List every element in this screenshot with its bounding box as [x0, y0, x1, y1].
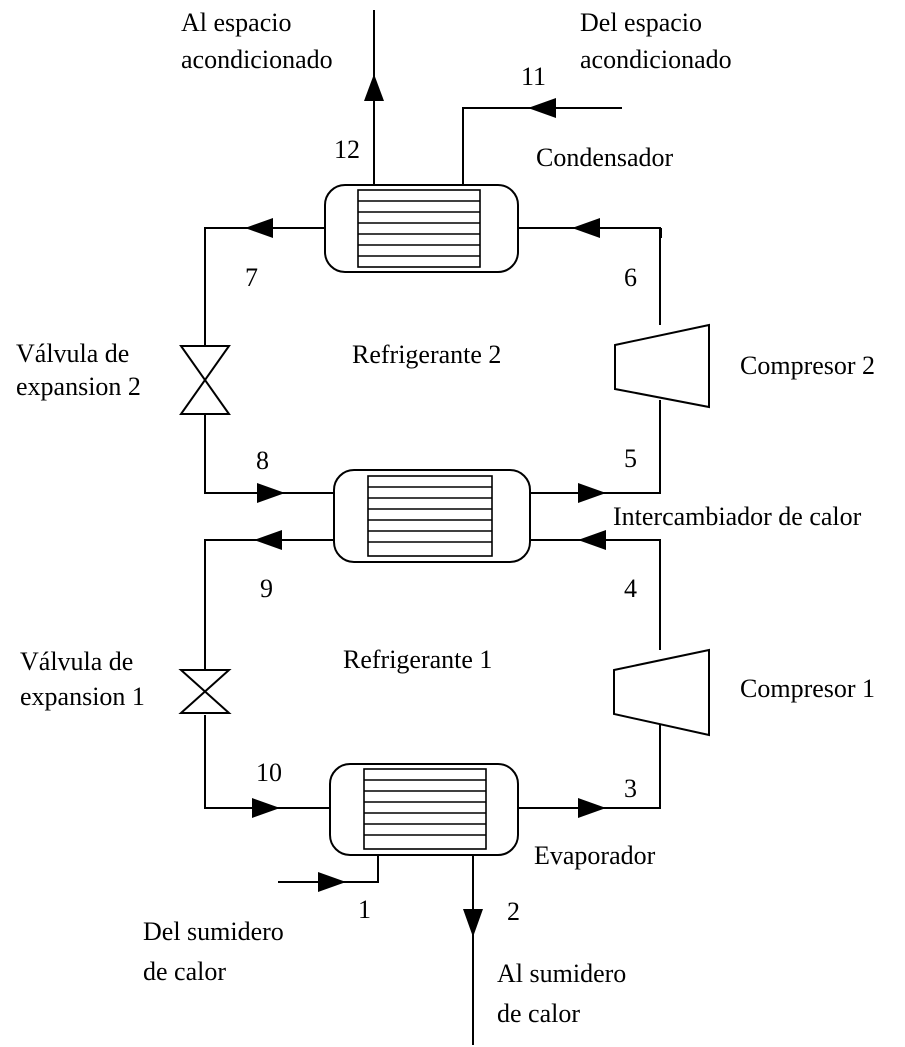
- condenser-coil-lines: [358, 200, 480, 257]
- evaporator-unit: [329, 763, 519, 856]
- flow-arrows: [245, 74, 606, 937]
- compressor-2-icon: [614, 323, 710, 409]
- label-condenser: Condensador: [536, 143, 674, 172]
- label-refrigerant-2: Refrigerante 2: [352, 340, 501, 369]
- arrow-up-12: [364, 74, 384, 101]
- pipe-5: [530, 400, 661, 494]
- pipe-11-in: [462, 107, 622, 185]
- label-compressor-1: Compresor 1: [740, 674, 875, 703]
- arrow-left-9: [254, 530, 282, 550]
- heat-exchanger-unit: [333, 469, 531, 563]
- expansion-valve-2-icon: [179, 345, 231, 415]
- label-from-space-line2: acondicionado: [580, 45, 732, 74]
- arrow-right-5: [578, 483, 606, 503]
- label-to-sink-line2: de calor: [497, 999, 580, 1028]
- pipe-4: [530, 539, 661, 650]
- state-11: 11: [521, 62, 546, 91]
- label-heat-exchanger: Intercambiador de calor: [613, 502, 862, 531]
- evaporator-coil: [363, 768, 487, 850]
- label-compressor-2: Compresor 2: [740, 351, 875, 380]
- arrow-down-2: [463, 909, 483, 937]
- pipe-7: [204, 227, 325, 345]
- label-from-sink-line2: de calor: [143, 957, 226, 986]
- arrow-left-4: [578, 530, 606, 550]
- pipe-8: [204, 415, 334, 494]
- state-4: 4: [624, 574, 637, 603]
- heat-exchanger-coil: [367, 475, 493, 557]
- pipe-1-in: [278, 855, 379, 883]
- piping: [204, 10, 662, 1045]
- label-valve-1-line2: expansion 1: [20, 682, 145, 711]
- state-6: 6: [624, 263, 637, 292]
- arrow-left-11: [528, 98, 556, 118]
- labels: Al espacio acondicionado Del espacio aco…: [16, 8, 875, 1028]
- state-10: 10: [256, 758, 282, 787]
- state-2: 2: [507, 897, 520, 926]
- arrow-right-10: [252, 798, 280, 818]
- condenser-coil: [357, 189, 481, 268]
- label-to-sink-line1: Al sumidero: [497, 959, 626, 988]
- label-to-space-line1: Al espacio: [181, 8, 291, 37]
- label-to-space-line2: acondicionado: [181, 45, 333, 74]
- state-5: 5: [624, 444, 637, 473]
- arrow-right-3: [578, 798, 606, 818]
- compressor-1-icon: [613, 648, 710, 737]
- state-12: 12: [334, 135, 360, 164]
- heat-exchanger-coil-lines: [368, 486, 492, 543]
- label-valve-2-line2: expansion 2: [16, 372, 141, 401]
- label-from-sink-line1: Del sumidero: [143, 917, 284, 946]
- label-evaporator: Evaporador: [534, 841, 656, 870]
- arrow-right-1: [318, 872, 346, 892]
- arrow-left-7: [245, 218, 273, 238]
- evaporator-coil-lines: [364, 779, 486, 836]
- state-1: 1: [358, 895, 371, 924]
- pipe-3: [518, 715, 661, 809]
- state-8: 8: [256, 446, 269, 475]
- arrow-right-8: [257, 483, 285, 503]
- pipe-6: [518, 227, 661, 325]
- state-numbers: 1 2 3 4 5 6 7 8 9 10 11 12: [245, 62, 637, 926]
- label-from-space-line1: Del espacio: [580, 8, 702, 37]
- label-valve-2-line1: Válvula de: [16, 339, 129, 368]
- state-7: 7: [245, 263, 258, 292]
- pipe-10: [204, 715, 330, 809]
- label-valve-1-line1: Válvula de: [20, 647, 133, 676]
- arrow-left-6: [572, 218, 600, 238]
- label-refrigerant-1: Refrigerante 1: [343, 645, 492, 674]
- state-3: 3: [624, 774, 637, 803]
- state-9: 9: [260, 574, 273, 603]
- expansion-valve-1-icon: [178, 669, 232, 714]
- condenser-unit: [324, 184, 519, 273]
- pipe-9: [204, 539, 334, 670]
